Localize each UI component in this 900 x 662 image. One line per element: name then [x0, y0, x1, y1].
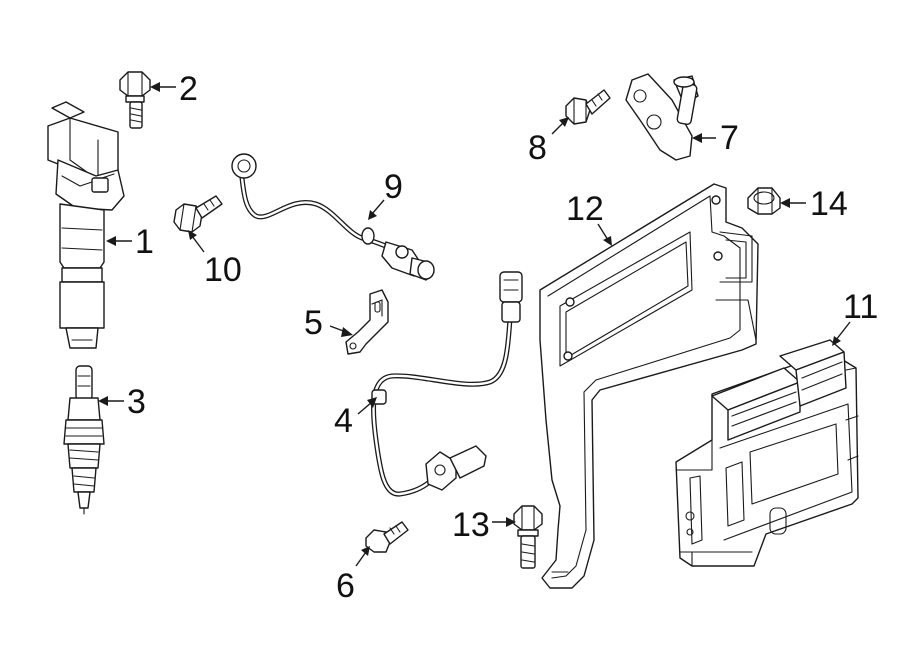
- callout-7: 7: [720, 119, 739, 157]
- bolt-6: [365, 521, 409, 553]
- ignition-coil: [47, 101, 125, 349]
- bolt-13: [513, 505, 543, 569]
- leader-8: [551, 117, 569, 135]
- bracket-5: [345, 289, 389, 355]
- callout-5: 5: [304, 304, 323, 342]
- leader-5: [329, 325, 353, 337]
- leader-1: [106, 236, 132, 246]
- leader-7: [692, 133, 716, 143]
- callout-14: 14: [810, 185, 848, 223]
- callout-12: 12: [566, 190, 604, 228]
- leader-10: [188, 230, 205, 253]
- bolt-10: [173, 195, 223, 233]
- leader-lines: [98, 82, 851, 567]
- callout-6: 6: [336, 567, 355, 605]
- cam-position-sensor: [625, 73, 699, 161]
- leader-14: [780, 198, 806, 208]
- leader-12: [597, 223, 612, 246]
- callout-4: 4: [334, 402, 353, 440]
- leader-2: [150, 82, 176, 92]
- leader-9: [368, 199, 385, 220]
- leader-11: [832, 321, 851, 346]
- callout-13: 13: [452, 506, 490, 544]
- nut-14: [747, 187, 781, 215]
- ecm-bracket: [539, 183, 759, 589]
- callout-9: 9: [384, 168, 403, 206]
- callout-11: 11: [843, 288, 878, 326]
- knock-sensor-harness: [231, 153, 435, 281]
- callout-1: 1: [135, 223, 154, 261]
- leader-13: [492, 517, 516, 527]
- bolt-2: [119, 71, 151, 129]
- callout-10: 10: [204, 251, 242, 289]
- callout-8: 8: [528, 129, 547, 167]
- bolt-8: [565, 89, 611, 125]
- crank-sensor-harness: [371, 271, 523, 497]
- callout-3: 3: [127, 383, 146, 421]
- callout-2: 2: [179, 70, 198, 108]
- leader-3: [98, 396, 124, 406]
- leader-4: [357, 397, 377, 415]
- callout-labels: 1 2 3 4 5 6 7 8 9 10 11 12 13 14: [127, 70, 878, 605]
- spark-plug: [63, 365, 105, 515]
- engine-control-module: [675, 339, 859, 567]
- leader-6: [355, 546, 370, 567]
